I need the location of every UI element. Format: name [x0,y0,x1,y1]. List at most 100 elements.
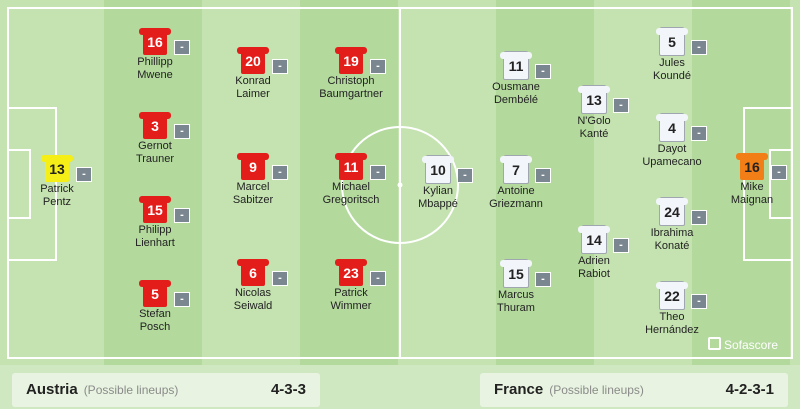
team-name-label: France [494,381,544,398]
jersey-icon: 4- [656,113,707,142]
player-first-name: Ousmane [492,81,540,93]
rating-badge: - [174,208,190,223]
team-name-label: Austria [26,381,78,398]
rating-badge: - [370,271,386,286]
player-last-name: Konaté [654,240,690,252]
jersey-icon: 24- [656,197,707,226]
pitch-stripe [692,0,790,365]
jersey-icon: 22- [656,281,707,310]
jersey-icon: 15- [500,259,551,288]
rating-badge: - [691,126,707,141]
player-first-name: Mike [740,181,764,193]
player-last-name: Laimer [236,88,270,100]
player-last-name: Sabitzer [232,194,274,206]
player-last-name: Lienhart [135,237,175,249]
jersey-icon: 10- [422,155,473,184]
jersey-number: 5 [151,286,159,302]
rating-badge: - [174,124,190,139]
rating-badge: - [174,292,190,307]
player-first-name: Antoine [497,185,535,197]
jersey-icon: 13- [41,155,92,182]
player-first-name: Ibrahima [650,227,694,239]
rating-badge: - [272,271,288,286]
player-last-name: Gregoritsch [322,194,380,206]
rating-badge: - [691,210,707,225]
rating-badge: - [613,98,629,113]
jersey-number: 6 [249,265,257,281]
player-last-name: Baumgartner [319,88,383,100]
jersey-number: 19 [343,53,359,69]
player-first-name: Michael [332,181,370,193]
jersey-number: 4 [668,120,676,136]
player-last-name: Kanté [579,128,609,140]
jersey-icon: 6- [237,259,288,286]
player-last-name: Upamecano [642,156,702,168]
rating-badge: - [535,272,551,287]
sofascore-logo-icon [708,337,721,350]
player-last-name: Dembélé [493,94,539,106]
rating-badge: - [771,165,787,180]
player-last-name: Mbappé [418,198,458,210]
player-first-name: Christoph [327,75,375,87]
player-first-name: Marcus [497,289,535,301]
player-last-name: Rabiot [578,268,610,280]
player-last-name: Thuram [497,302,535,314]
sofascore-brand: Sofascore [708,337,778,352]
jersey-number: 3 [151,118,159,134]
jersey-icon: 5- [139,280,190,307]
jersey-number: 5 [668,34,676,50]
austria-lineup-bar: Austria(Possible lineups) 4-3-3 [12,373,320,407]
jersey-number: 10 [430,162,446,178]
jersey-number: 22 [664,288,680,304]
jersey-icon: 19- [335,47,386,74]
player-last-name: Koundé [653,70,691,82]
player-first-name: Gernot [138,140,172,152]
jersey-icon: 11- [500,51,551,80]
player-first-name: Adrien [578,255,610,267]
jersey-icon: 13- [578,85,629,114]
rating-badge: - [370,59,386,74]
player-first-name: Nicolas [234,287,272,299]
player-first-name: Phillipp [137,56,173,68]
jersey-icon: 14- [578,225,629,254]
jersey-number: 13 [49,161,65,177]
jersey-icon: 7- [500,155,551,184]
jersey-number: 23 [343,265,359,281]
jersey-icon: 20- [237,47,288,74]
rating-badge: - [457,168,473,183]
jersey-number: 24 [664,204,680,220]
jersey-number: 16 [744,159,760,175]
player-first-name: N'Golo [577,115,611,127]
jersey-icon: 9- [237,153,288,180]
france-lineup-bar: France(Possible lineups) 4-2-3-1 [480,373,788,407]
player-first-name: Philipp [138,224,172,236]
formation-austria: 4-3-3 [270,381,306,398]
player-first-name: Dayot [657,143,687,155]
jersey-number: 9 [249,159,257,175]
brand-label: Sofascore [724,338,779,352]
player-first-name: Jules [659,57,685,69]
jersey-icon: 5- [656,27,707,56]
